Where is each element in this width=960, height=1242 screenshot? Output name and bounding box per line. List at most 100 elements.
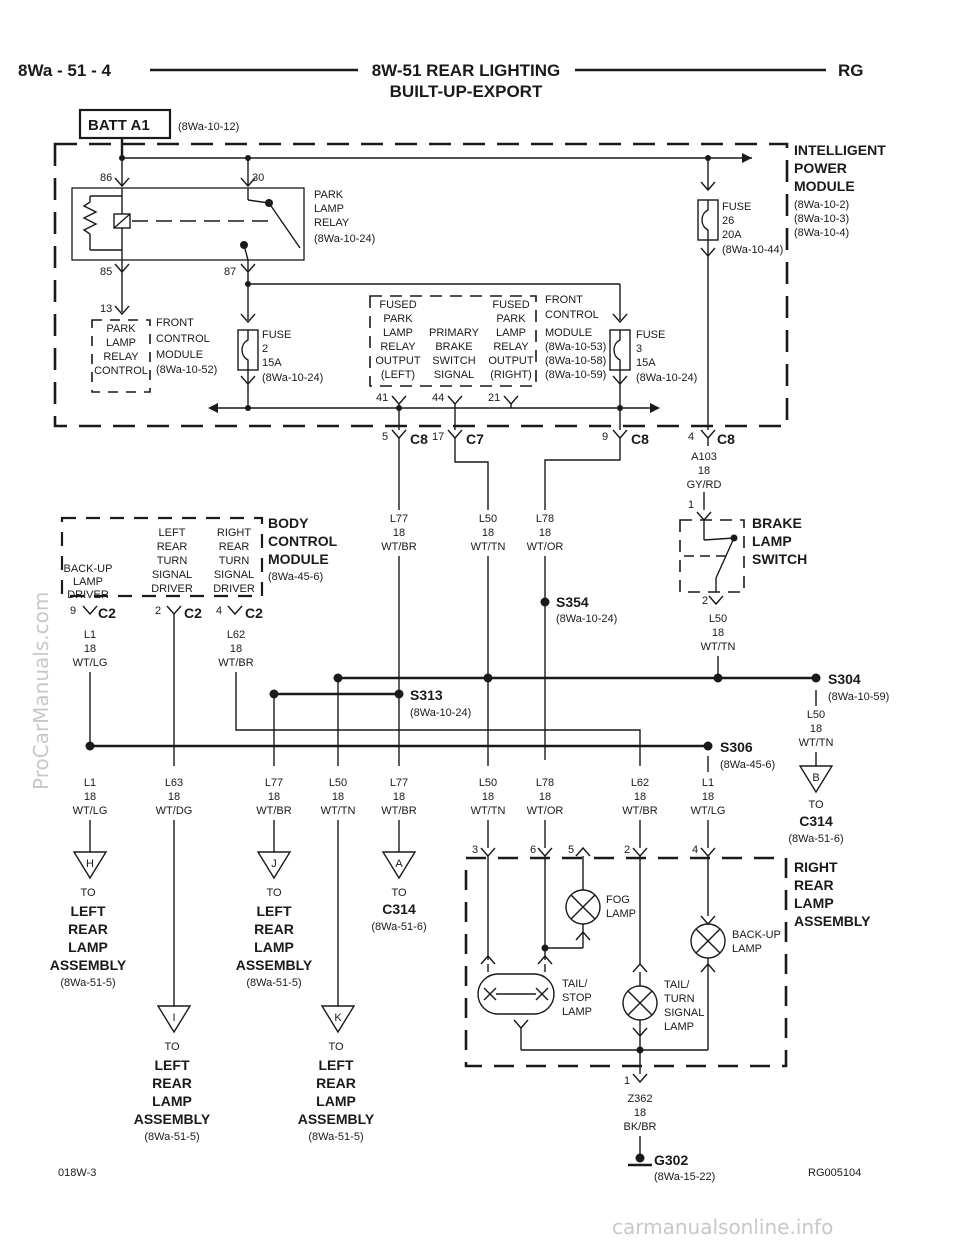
svg-text:WT/TN: WT/TN bbox=[701, 641, 736, 653]
svg-text:LAMP: LAMP bbox=[68, 939, 108, 955]
svg-text:L78: L78 bbox=[536, 777, 554, 789]
wire-label-bottom-l50-left: L50 18 WT/TN bbox=[321, 777, 356, 817]
svg-text:LAMP: LAMP bbox=[73, 576, 103, 588]
svg-text:ASSEMBLY: ASSEMBLY bbox=[298, 1111, 375, 1127]
svg-text:LEFT: LEFT bbox=[155, 1057, 190, 1073]
svg-text:18: 18 bbox=[482, 791, 494, 803]
section-code: RG bbox=[838, 61, 864, 80]
svg-text:41: 41 bbox=[376, 392, 388, 404]
svg-text:WT/OR: WT/OR bbox=[527, 805, 564, 817]
svg-text:18: 18 bbox=[634, 1107, 646, 1119]
svg-text:BRAKE: BRAKE bbox=[752, 515, 802, 531]
svg-text:21: 21 bbox=[488, 392, 500, 404]
svg-text:BRAKE: BRAKE bbox=[435, 341, 472, 353]
batt-box bbox=[78, 108, 172, 140]
svg-text:L1: L1 bbox=[84, 629, 96, 641]
svg-text:1: 1 bbox=[688, 499, 694, 511]
right-rear-lamp-assembly: RIGHT REAR LAMP ASSEMBLY 3 6 5 2 4 FOG L… bbox=[464, 844, 871, 1087]
svg-text:WT/OR: WT/OR bbox=[527, 541, 564, 553]
svg-text:LAMP: LAMP bbox=[254, 939, 294, 955]
connector-c8-4: 4 C8 bbox=[688, 429, 735, 447]
arrow-right-icon bbox=[650, 403, 660, 413]
svg-text:(8Wa-51-5): (8Wa-51-5) bbox=[308, 1131, 363, 1143]
svg-text:GY/RD: GY/RD bbox=[687, 479, 722, 491]
svg-text:SIGNAL: SIGNAL bbox=[214, 569, 254, 581]
svg-text:(8Wa-10-3): (8Wa-10-3) bbox=[794, 213, 849, 225]
svg-text:PRIMARY: PRIMARY bbox=[429, 327, 480, 339]
svg-text:LEFT: LEFT bbox=[71, 903, 106, 919]
splice-s313-label: S313 bbox=[410, 687, 443, 703]
svg-text:CONTROL: CONTROL bbox=[156, 333, 210, 345]
svg-text:18: 18 bbox=[634, 791, 646, 803]
svg-text:CONTROL: CONTROL bbox=[268, 533, 338, 549]
svg-text:18: 18 bbox=[230, 643, 242, 655]
svg-text:2: 2 bbox=[262, 343, 268, 355]
svg-text:SWITCH: SWITCH bbox=[752, 551, 807, 567]
svg-text:PARK: PARK bbox=[496, 313, 526, 325]
svg-text:LEFT: LEFT bbox=[257, 903, 292, 919]
svg-text:CONTROL: CONTROL bbox=[94, 365, 148, 377]
svg-text:6: 6 bbox=[530, 844, 536, 856]
svg-text:4: 4 bbox=[688, 431, 694, 443]
svg-text:ASSEMBLY: ASSEMBLY bbox=[794, 913, 871, 929]
connector-c8-5: 5 C8 bbox=[382, 429, 428, 447]
svg-text:L50: L50 bbox=[329, 777, 347, 789]
svg-text:TO: TO bbox=[164, 1041, 180, 1053]
wire-label-z362: Z362 18 BK/BR bbox=[623, 1093, 656, 1133]
svg-text:TO: TO bbox=[328, 1041, 344, 1053]
svg-text:STOP: STOP bbox=[562, 992, 592, 1004]
svg-text:1: 1 bbox=[624, 1075, 630, 1087]
destination-a: A TO C314 (8Wa-51-6) bbox=[371, 851, 427, 933]
wire-label-bottom-l77-right: L77 18 WT/BR bbox=[381, 777, 416, 817]
svg-text:C7: C7 bbox=[466, 431, 484, 447]
wire-l78-route bbox=[544, 446, 621, 510]
svg-text:18: 18 bbox=[332, 791, 344, 803]
svg-text:18: 18 bbox=[702, 791, 714, 803]
svg-text:LAMP: LAMP bbox=[732, 943, 762, 955]
svg-text:TO: TO bbox=[808, 799, 824, 811]
svg-text:C8: C8 bbox=[410, 431, 428, 447]
ipm-outline bbox=[53, 142, 789, 428]
svg-text:LAMP: LAMP bbox=[496, 327, 526, 339]
fuse-3: FUSE 3 15A (8Wa-10-24) bbox=[609, 313, 697, 408]
svg-text:18: 18 bbox=[84, 643, 96, 655]
svg-text:LAMP: LAMP bbox=[106, 337, 136, 349]
svg-text:C314: C314 bbox=[382, 901, 416, 917]
bcm-connector-4: 4 C2 bbox=[216, 605, 263, 621]
svg-text:DRIVER: DRIVER bbox=[213, 583, 255, 595]
svg-text:LAMP: LAMP bbox=[316, 1093, 356, 1109]
svg-text:WT/BR: WT/BR bbox=[622, 805, 657, 817]
svg-text:(8Wa-10-52): (8Wa-10-52) bbox=[156, 364, 217, 376]
svg-text:18: 18 bbox=[810, 723, 822, 735]
svg-text:RELAY: RELAY bbox=[493, 341, 529, 353]
svg-text:OUTPUT: OUTPUT bbox=[488, 355, 534, 367]
svg-text:MODULE: MODULE bbox=[794, 178, 855, 194]
svg-text:L1: L1 bbox=[84, 777, 96, 789]
splice-s306-dot bbox=[703, 741, 713, 751]
batt-label: BATT A1 bbox=[88, 117, 150, 134]
svg-text:LAMP: LAMP bbox=[752, 533, 792, 549]
svg-text:WT/TN: WT/TN bbox=[321, 805, 356, 817]
destination-b: B TO C314 (8Wa-51-6) bbox=[788, 765, 844, 845]
splice-s306-ref: (8Wa-45-6) bbox=[720, 759, 775, 771]
arrow-left-icon bbox=[208, 403, 218, 413]
svg-text:C2: C2 bbox=[98, 605, 116, 621]
destination-i: I TO LEFT REAR LAMP ASSEMBLY (8Wa-51-5) bbox=[134, 1005, 211, 1143]
wire-label-l50-switch: L50 18 WT/TN bbox=[701, 613, 736, 653]
svg-text:RELAY: RELAY bbox=[314, 217, 350, 229]
svg-text:L77: L77 bbox=[265, 777, 283, 789]
ground-g302: G302 (8Wa-15-22) bbox=[628, 1152, 715, 1183]
brake-lamp-switch: 1 2 BRAKE LAMP SWITCH bbox=[679, 499, 807, 607]
svg-text:4: 4 bbox=[692, 844, 698, 856]
junction-dot bbox=[713, 673, 723, 683]
svg-text:18: 18 bbox=[268, 791, 280, 803]
svg-text:WT/BR: WT/BR bbox=[381, 541, 416, 553]
wire-label-l50-top: L50 18 WT/TN bbox=[471, 513, 506, 553]
svg-text:REAR: REAR bbox=[152, 1075, 192, 1091]
svg-text:(8Wa-51-6): (8Wa-51-6) bbox=[788, 833, 843, 845]
svg-text:CONTROL: CONTROL bbox=[545, 309, 599, 321]
svg-text:WT/LG: WT/LG bbox=[691, 805, 726, 817]
svg-text:POWER: POWER bbox=[794, 160, 847, 176]
splice-s304-ref: (8Wa-10-59) bbox=[828, 691, 889, 703]
